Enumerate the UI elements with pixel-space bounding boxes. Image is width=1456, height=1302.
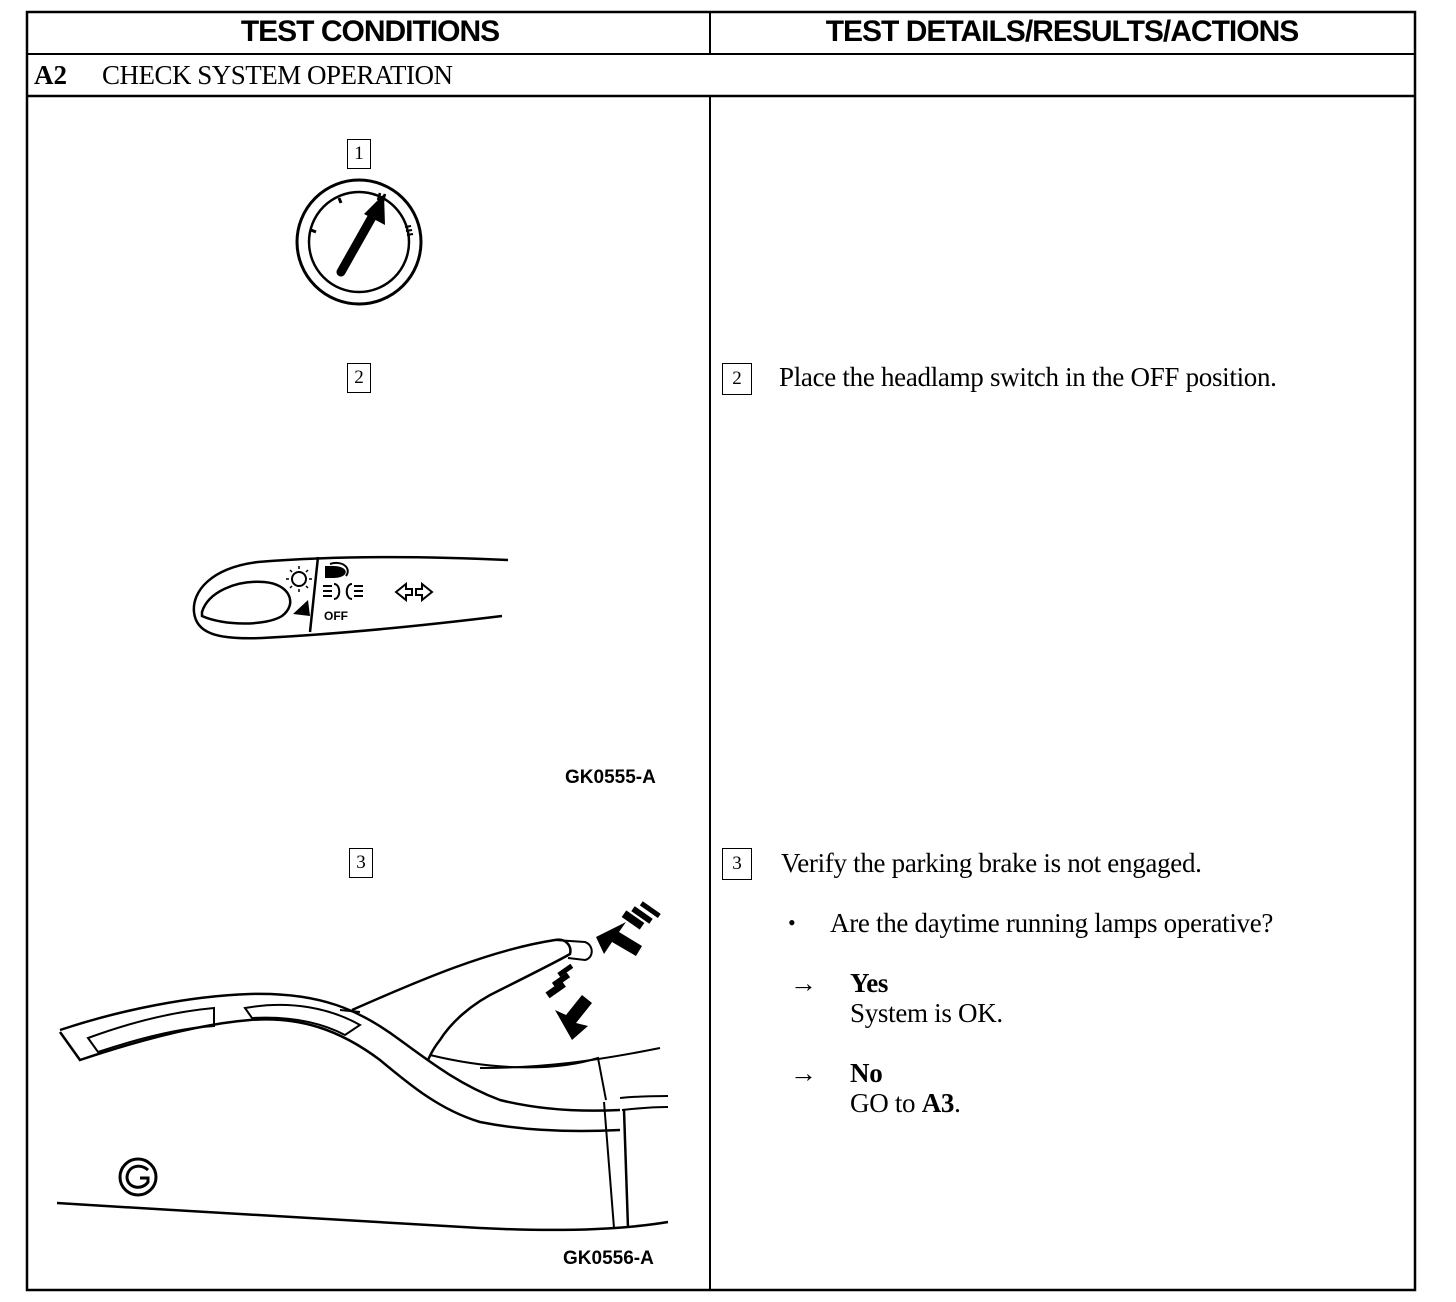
step-3-instruction: Verify the parking brake is not engaged.	[781, 848, 1202, 878]
question-bullet: •	[788, 910, 796, 935]
turn-signal-arrows-icon	[394, 581, 434, 603]
test-conditions-header: TEST CONDITIONS	[240, 15, 500, 48]
figure-code-2: GK0556-A	[563, 1248, 654, 1269]
yes-label: Yes	[850, 968, 889, 998]
yes-action: System is OK.	[850, 998, 1003, 1028]
no-action-suffix: .	[954, 1088, 961, 1118]
no-label: No	[850, 1058, 883, 1088]
switch-off-label: OFF	[324, 609, 348, 623]
no-arrow-icon: →	[790, 1058, 817, 1088]
release-down-arrow-icon	[545, 963, 592, 1040]
no-action: GO to A3.	[850, 1088, 961, 1119]
step-2-instruction: Place the headlamp switch in the OFF pos…	[779, 362, 1277, 392]
no-action-prefix: GO to	[850, 1088, 922, 1118]
test-details-header: TEST DETAILS/RESULTS/ACTIONS	[825, 15, 1300, 48]
position-pointer-icon	[293, 600, 310, 616]
section-id: A2	[34, 60, 67, 90]
step-2-label: 2	[347, 363, 371, 393]
figure-code-1: GK0555-A	[565, 767, 656, 788]
brand-logo-icon	[118, 1157, 158, 1197]
yes-arrow-icon: →	[790, 968, 817, 998]
ignition-key-icon	[295, 178, 423, 306]
right-step-3-label: 3	[722, 848, 752, 880]
headlamp-high-beam-icon	[325, 562, 349, 578]
no-action-target-link[interactable]: A3	[921, 1088, 955, 1118]
question-text: Are the daytime running lamps operative?	[830, 908, 1274, 938]
parking-lamp-icon	[323, 583, 363, 600]
center-console-outline	[56, 992, 669, 1232]
section-title: CHECK SYSTEM OPERATION	[102, 60, 453, 90]
step-1-label: 1	[347, 139, 371, 169]
right-step-2-label: 2	[722, 363, 752, 395]
step-3-label: 3	[349, 848, 373, 878]
sun-symbol-icon	[286, 566, 312, 592]
headlamp-switch-stalk	[192, 555, 509, 640]
parking-brake-lever	[339, 938, 593, 1061]
push-button-arrow-icon	[596, 901, 661, 956]
